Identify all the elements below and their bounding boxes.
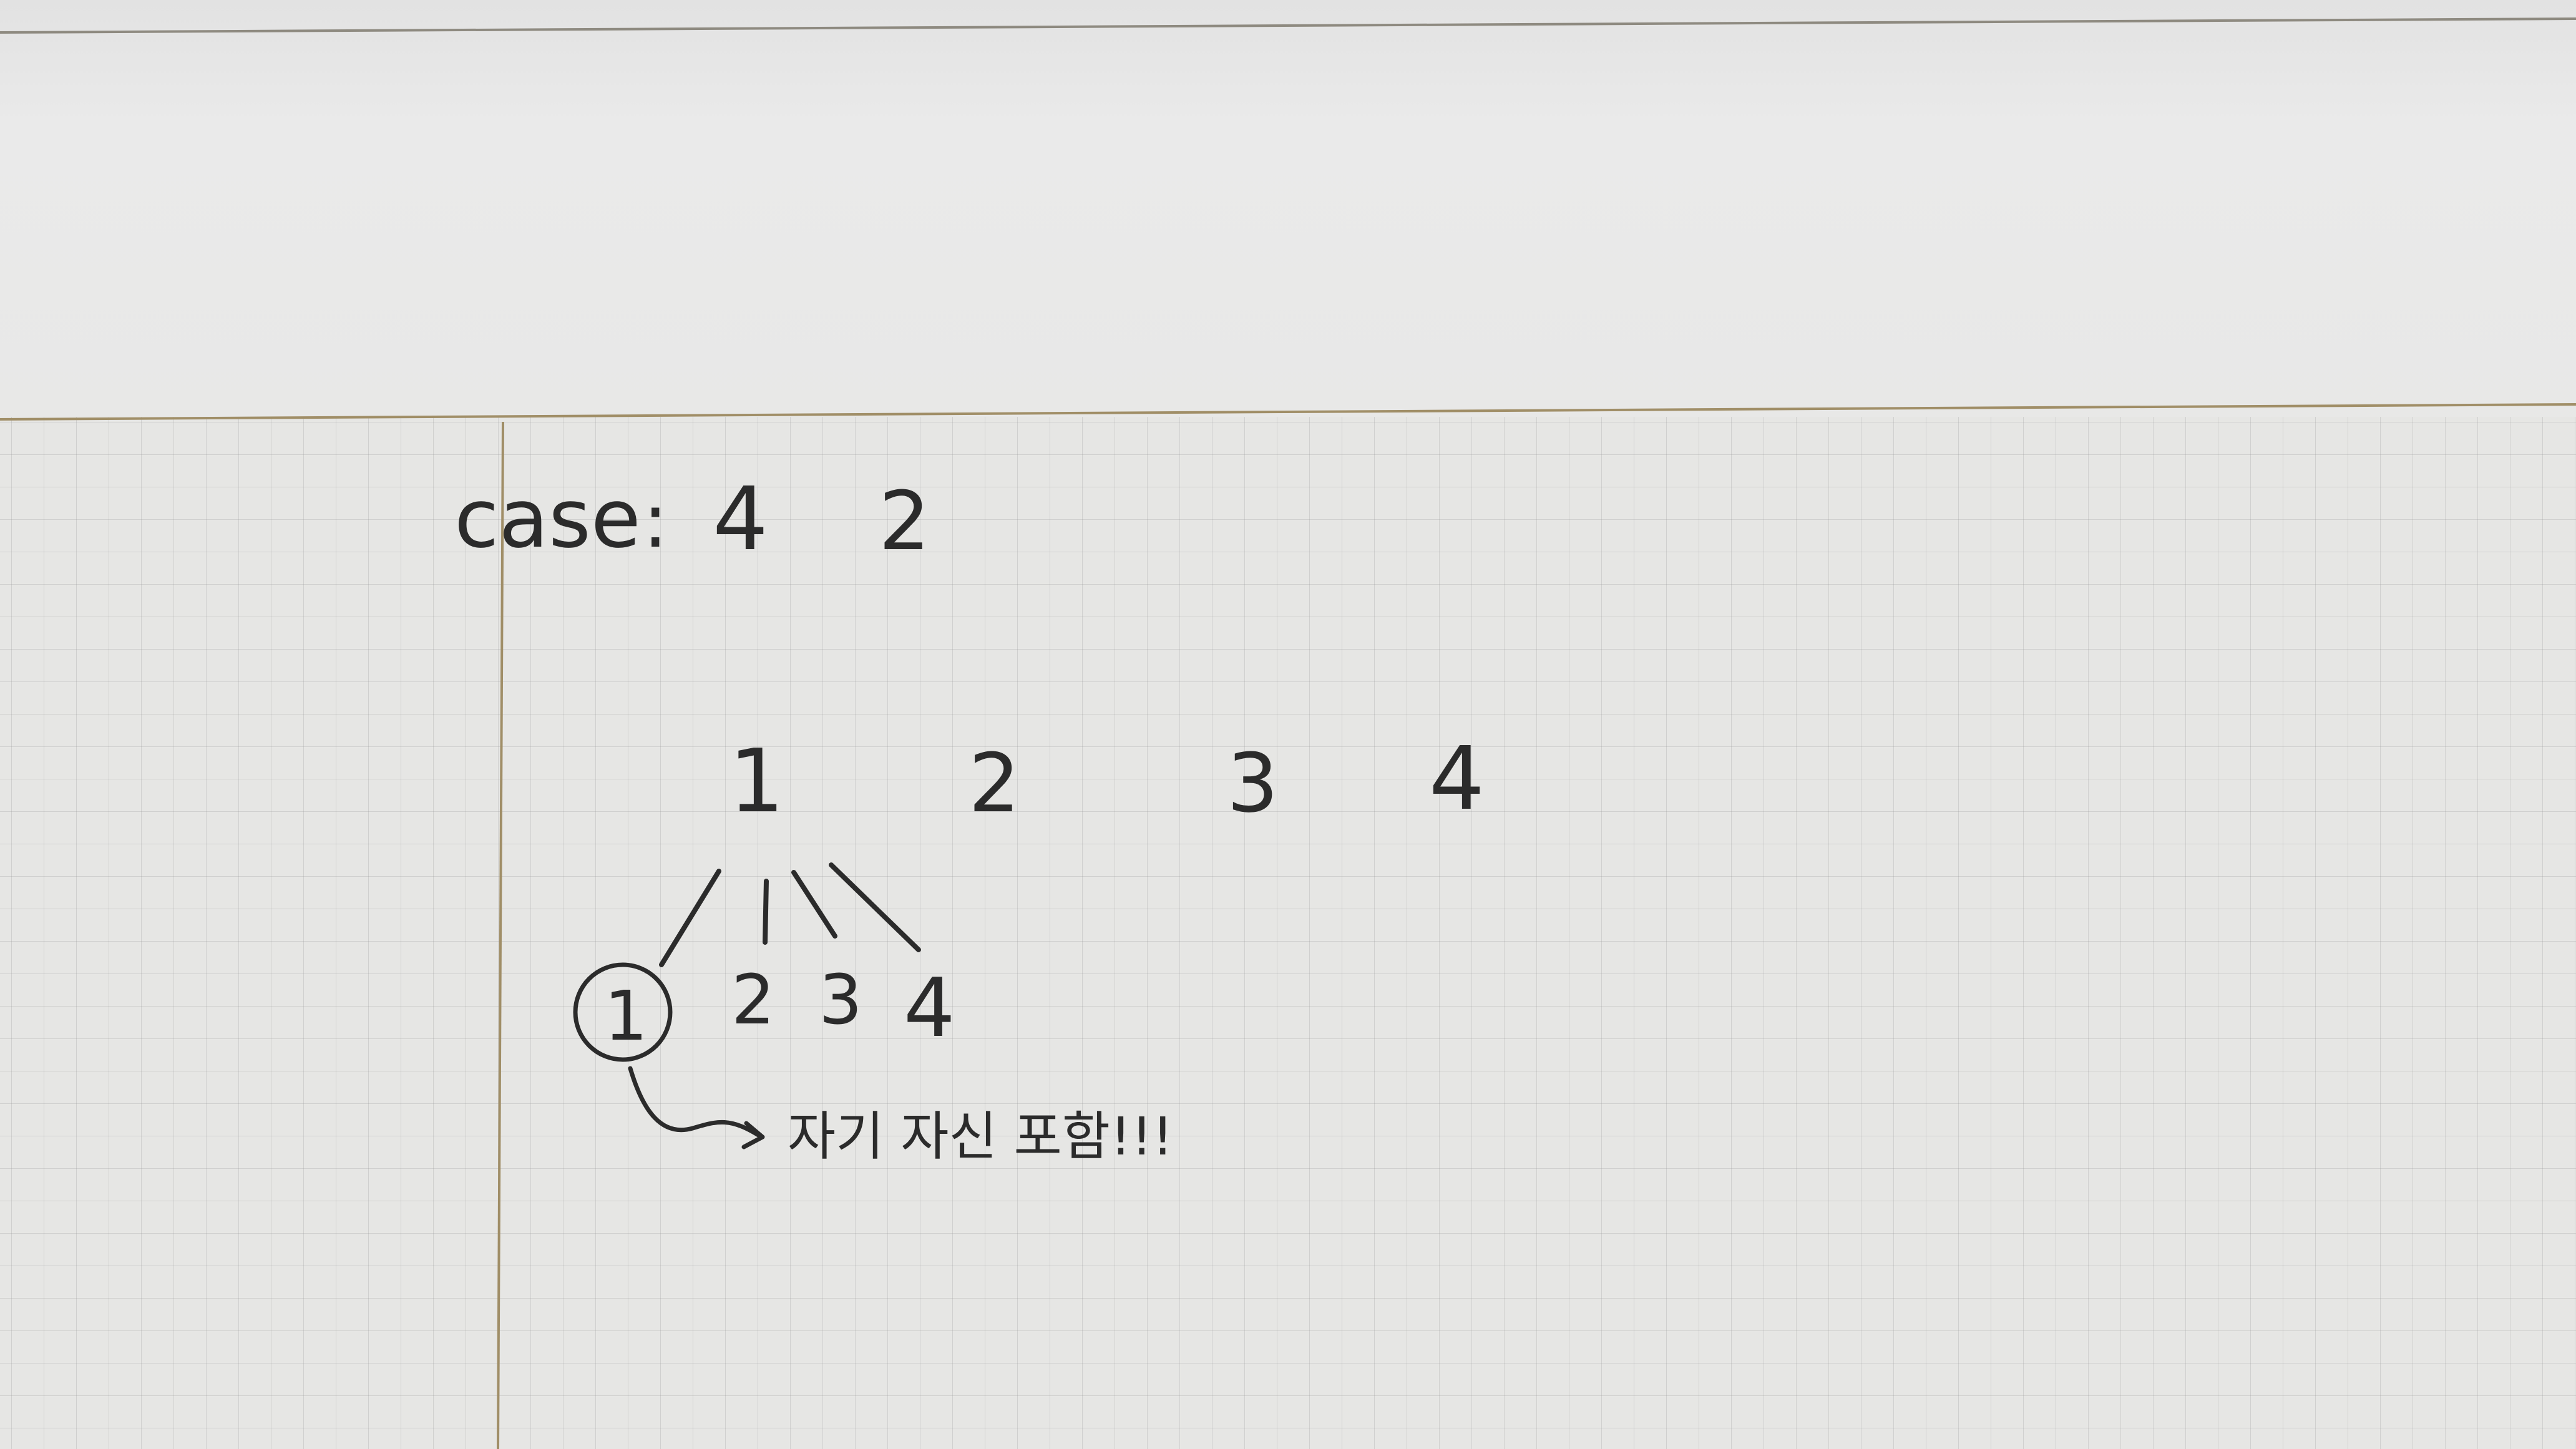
case-label: case: [454, 471, 641, 566]
sheet-divider-line: [0, 403, 2576, 421]
top-row-number-3: 3: [1227, 736, 1279, 831]
grid-paper-sheet: [0, 417, 2576, 1449]
case-separator: :: [643, 478, 668, 565]
tree-branches: [659, 862, 921, 967]
branch-line-to-4: [829, 862, 921, 952]
margin-line: [497, 421, 504, 1449]
branch-line-to-3: [791, 870, 837, 939]
branch-row-number-4: 4: [904, 960, 955, 1055]
annotation-text: 자기 자신 포함!!!: [788, 1106, 1173, 1167]
top-page-edge-line: [0, 17, 2576, 34]
top-row-number-2: 2: [968, 736, 1020, 831]
curved-arrow-icon: [628, 1066, 764, 1139]
top-row-number-4: 4: [1429, 728, 1485, 830]
case-value-1: 4: [713, 469, 768, 570]
branch-line-to-2: [763, 879, 769, 945]
arrow-head-icon: [741, 1121, 765, 1149]
top-row-number-1: 1: [729, 731, 784, 832]
branch-row-number-2: 2: [731, 960, 775, 1040]
branch-line-to-1: [659, 869, 721, 967]
branch-row-number-3: 3: [819, 960, 862, 1040]
top-paper-sheet: [0, 0, 2576, 417]
case-value-2: 2: [879, 474, 930, 568]
circled-node-icon: [573, 962, 673, 1062]
branch-row-number-1: 1: [604, 976, 648, 1056]
